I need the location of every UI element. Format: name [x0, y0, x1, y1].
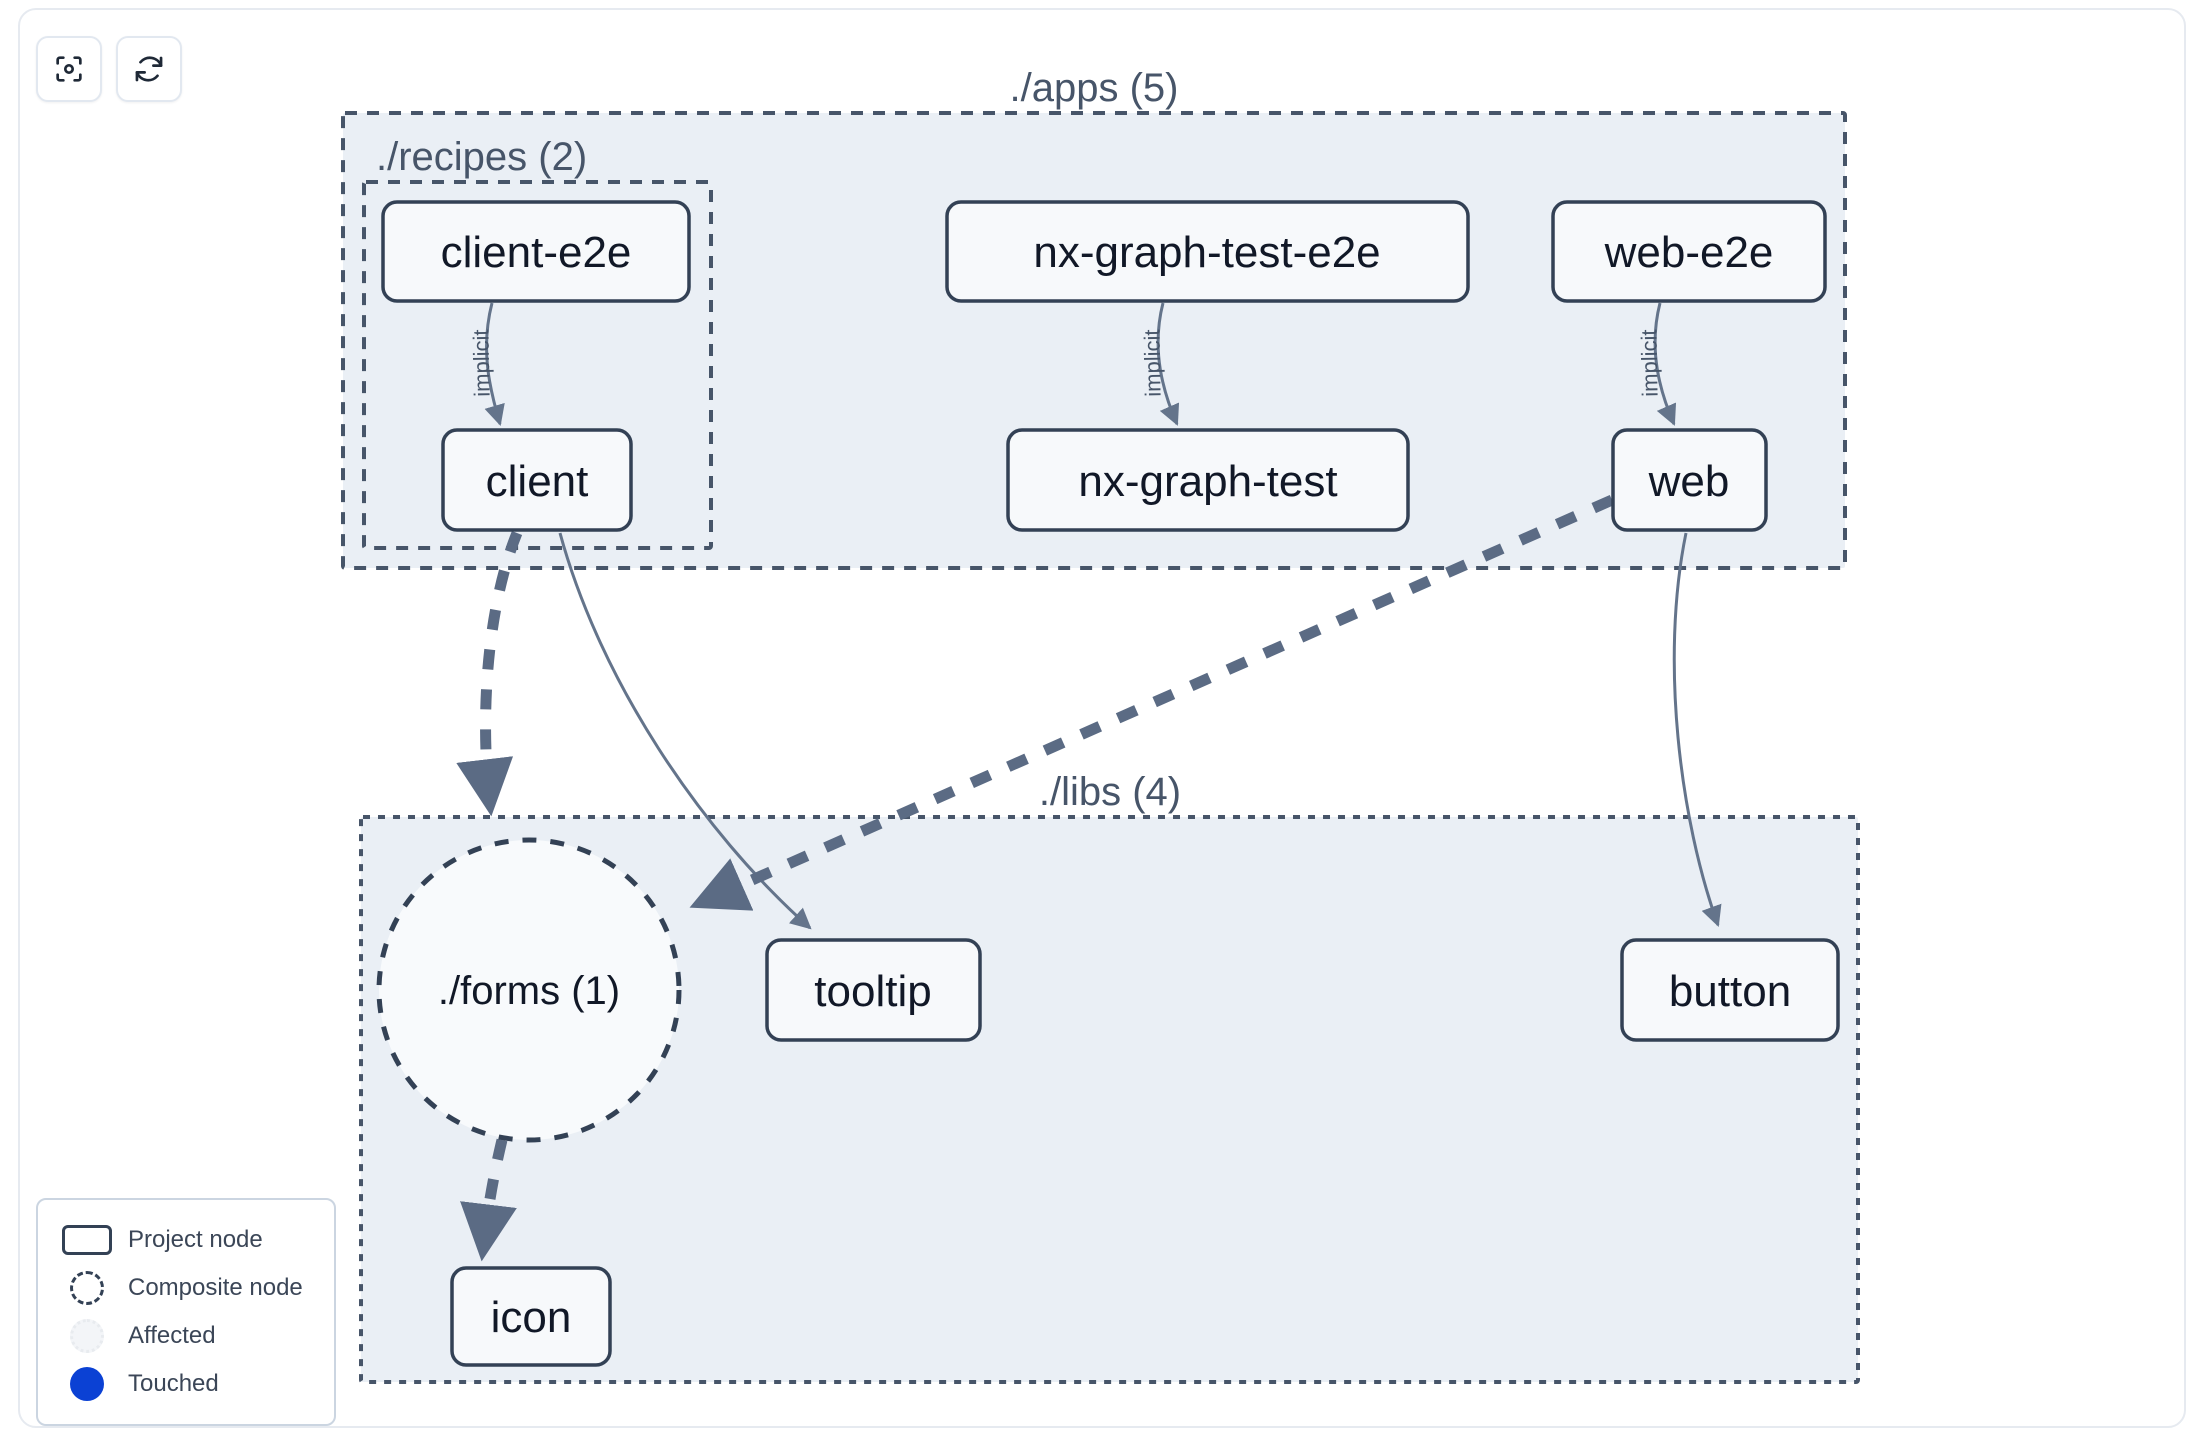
node-nx-graph-test-label: nx-graph-test	[1078, 457, 1337, 506]
group-recipes-label: ./recipes (2)	[376, 135, 587, 179]
project-node-shape-icon	[62, 1225, 112, 1255]
edge-forms-icon[interactable]	[460, 1138, 517, 1262]
node-icon-label: icon	[491, 1293, 572, 1342]
node-web-rect	[1611, 428, 1768, 532]
node-button-rect	[1620, 938, 1840, 1042]
node-web-e2e-label: web-e2e	[1604, 228, 1774, 277]
affected-node-shape-icon	[70, 1319, 104, 1353]
edge-web-forms-path	[689, 494, 1615, 911]
node-forms[interactable]: ./forms (1)	[376, 837, 682, 1143]
node-button-label: button	[1669, 967, 1791, 1016]
touched-node-swatch	[56, 1367, 118, 1401]
graph-legend: Project node Composite node Affected Tou…	[36, 1198, 336, 1426]
edge-web-e2e-web-path	[1653, 302, 1677, 426]
node-client[interactable]: client	[441, 428, 633, 532]
node-button[interactable]: button	[1620, 938, 1840, 1042]
legend-label-touched: Touched	[128, 1370, 219, 1397]
legend-label-composite: Composite node	[128, 1274, 303, 1301]
touched-node-shape-icon	[70, 1367, 104, 1401]
focus-graph-button[interactable]	[36, 36, 102, 102]
edge-web-e2e-web[interactable]: implicit	[1636, 302, 1677, 426]
group-libs-rect	[359, 815, 1860, 1384]
project-node-swatch	[56, 1225, 118, 1255]
node-web-e2e-rect	[1551, 200, 1827, 303]
edge-nx-graph-test-e2e-nx-graph-test-path	[1156, 302, 1180, 426]
group-apps-label: ./apps (5)	[1010, 66, 1179, 110]
legend-item-touched: Touched	[56, 1360, 316, 1408]
edge-client-tooltip-path	[558, 532, 812, 930]
edge-web-forms[interactable]	[689, 494, 1615, 911]
node-forms-circle	[376, 837, 682, 1143]
edge-nx-graph-test-e2e-nx-graph-test[interactable]: implicit	[1139, 302, 1180, 426]
affected-node-swatch	[56, 1319, 118, 1353]
node-icon[interactable]: icon	[450, 1266, 612, 1367]
edge-client-tooltip[interactable]	[558, 532, 812, 930]
edge-web-button-path	[1672, 532, 1722, 927]
node-web-label: web	[1648, 457, 1730, 506]
edge-client-forms[interactable]	[456, 530, 523, 817]
node-nx-graph-test[interactable]: nx-graph-test	[1006, 428, 1410, 532]
legend-item-composite: Composite node	[56, 1264, 316, 1312]
node-web[interactable]: web	[1611, 428, 1768, 532]
legend-item-affected: Affected	[56, 1312, 316, 1360]
group-libs[interactable]: ./libs (4)	[359, 770, 1860, 1384]
node-client-e2e[interactable]: client-e2e	[381, 200, 691, 303]
graph-toolbar	[36, 36, 182, 102]
node-icon-rect	[450, 1266, 612, 1367]
edge-forms-icon-path	[460, 1138, 517, 1262]
node-tooltip[interactable]: tooltip	[765, 938, 982, 1042]
node-tooltip-label: tooltip	[814, 967, 931, 1016]
viewfinder-icon	[52, 52, 86, 86]
node-nx-graph-test-e2e[interactable]: nx-graph-test-e2e	[945, 200, 1470, 303]
edge-client-e2e-client-path	[484, 302, 505, 427]
node-client-e2e-label: client-e2e	[441, 228, 632, 277]
refresh-graph-button[interactable]	[116, 36, 182, 102]
edge-web-button[interactable]	[1672, 532, 1722, 927]
edge-web-e2e-web-label: implicit	[1636, 329, 1662, 397]
edge-nx-graph-test-e2e-nx-graph-test-label: implicit	[1139, 329, 1165, 397]
node-client-e2e-rect	[381, 200, 691, 303]
group-libs-label: ./libs (4)	[1039, 770, 1181, 814]
edge-client-e2e-client-label: implicit	[468, 329, 494, 397]
refresh-icon	[132, 52, 166, 86]
legend-item-project: Project node	[56, 1216, 316, 1264]
legend-label-affected: Affected	[128, 1322, 216, 1349]
node-nx-graph-test-e2e-rect	[945, 200, 1470, 303]
edge-client-forms-path	[456, 530, 523, 817]
edge-client-e2e-client[interactable]: implicit	[468, 302, 505, 427]
node-nx-graph-test-e2e-label: nx-graph-test-e2e	[1033, 228, 1380, 277]
node-client-rect	[441, 428, 633, 532]
composite-node-shape-icon	[70, 1271, 104, 1305]
node-forms-label: ./forms (1)	[438, 969, 620, 1013]
composite-node-swatch	[56, 1271, 118, 1305]
node-web-e2e[interactable]: web-e2e	[1551, 200, 1827, 303]
legend-label-project: Project node	[128, 1226, 263, 1253]
node-tooltip-rect	[765, 938, 982, 1042]
node-client-label: client	[486, 457, 589, 506]
node-nx-graph-test-rect	[1006, 428, 1410, 532]
